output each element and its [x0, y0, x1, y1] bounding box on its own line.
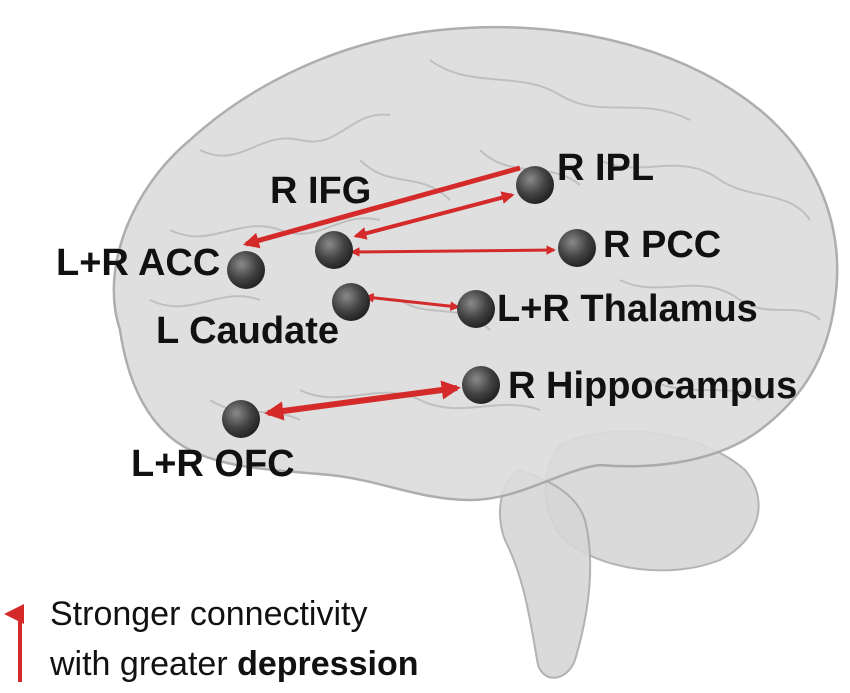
connection-arrows [242, 165, 556, 421]
legend-line-2-prefix: with greater [49, 645, 237, 683]
arrow-ifg-pcc [350, 245, 556, 257]
region-labels: R IPL R IFG L+R ACC R PCC L Caudate L+R … [56, 147, 797, 485]
node-r-hippocampus [462, 366, 500, 404]
legend-line-2: with greater depression [49, 645, 418, 683]
node-l-r-ofc [222, 400, 260, 438]
arrow-caudate-thalamus [364, 293, 460, 311]
node-r-pcc [558, 229, 596, 267]
legend-line-1: Stronger connectivity [50, 595, 368, 633]
node-l-r-thalamus [457, 290, 495, 328]
node-l-caudate [332, 283, 370, 321]
label-r-ipl: R IPL [557, 147, 654, 189]
label-r-ifg: R IFG [270, 170, 371, 212]
brain-silhouette [112, 25, 839, 679]
node-r-ifg [315, 231, 353, 269]
node-l-r-acc [227, 251, 265, 289]
label-l-r-thalamus: L+R Thalamus [497, 288, 758, 330]
arrow-ofc-hippocampus [264, 380, 461, 421]
label-l-r-ofc: L+R OFC [131, 443, 295, 485]
legend: Stronger connectivity with greater depre… [4, 595, 418, 683]
legend-line-2-bold: depression [237, 645, 418, 683]
node-r-ipl [516, 166, 554, 204]
region-nodes [222, 166, 596, 438]
label-r-pcc: R PCC [603, 224, 721, 266]
arrow-ifg-ipl [353, 191, 515, 240]
label-l-r-acc: L+R ACC [56, 242, 220, 284]
label-l-caudate: L Caudate [156, 310, 339, 352]
label-r-hippocampus: R Hippocampus [508, 365, 797, 407]
